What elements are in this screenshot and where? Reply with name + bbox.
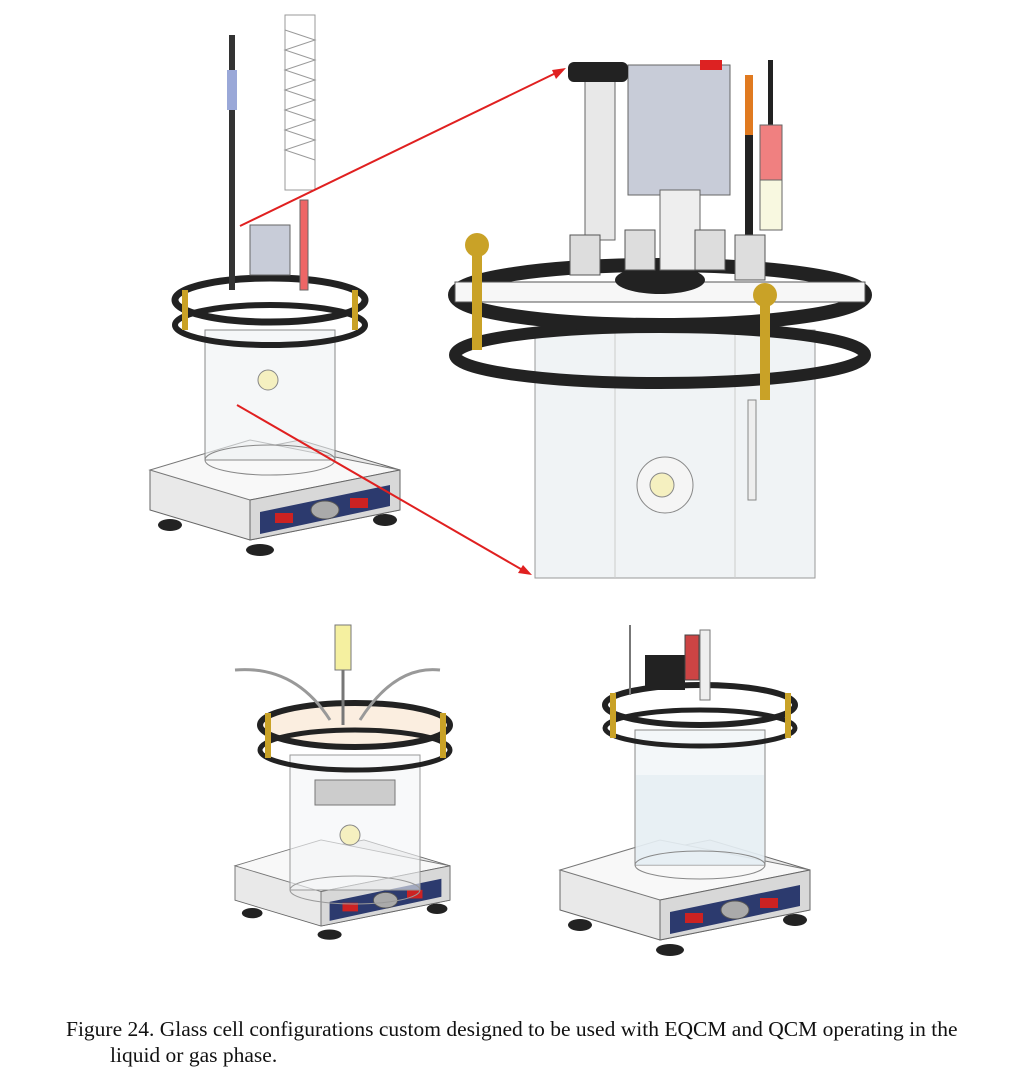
glass-cylinder [204,329,336,461]
figure-illustration [149,14,872,957]
red-arrows [236,68,566,575]
liquid-phase-qcm-cell [559,625,811,957]
caption-line-1: Figure 24. Glass cell configurations cus… [66,1017,958,1041]
figure-caption: Figure 24. Glass cell configurations cus… [66,1016,1006,1068]
zoomed-cell-top [448,60,872,579]
overview-cell-apparatus [149,14,401,557]
caption-line-2: liquid or gas phase. [110,1043,278,1067]
gas-phase-cell [234,624,453,941]
